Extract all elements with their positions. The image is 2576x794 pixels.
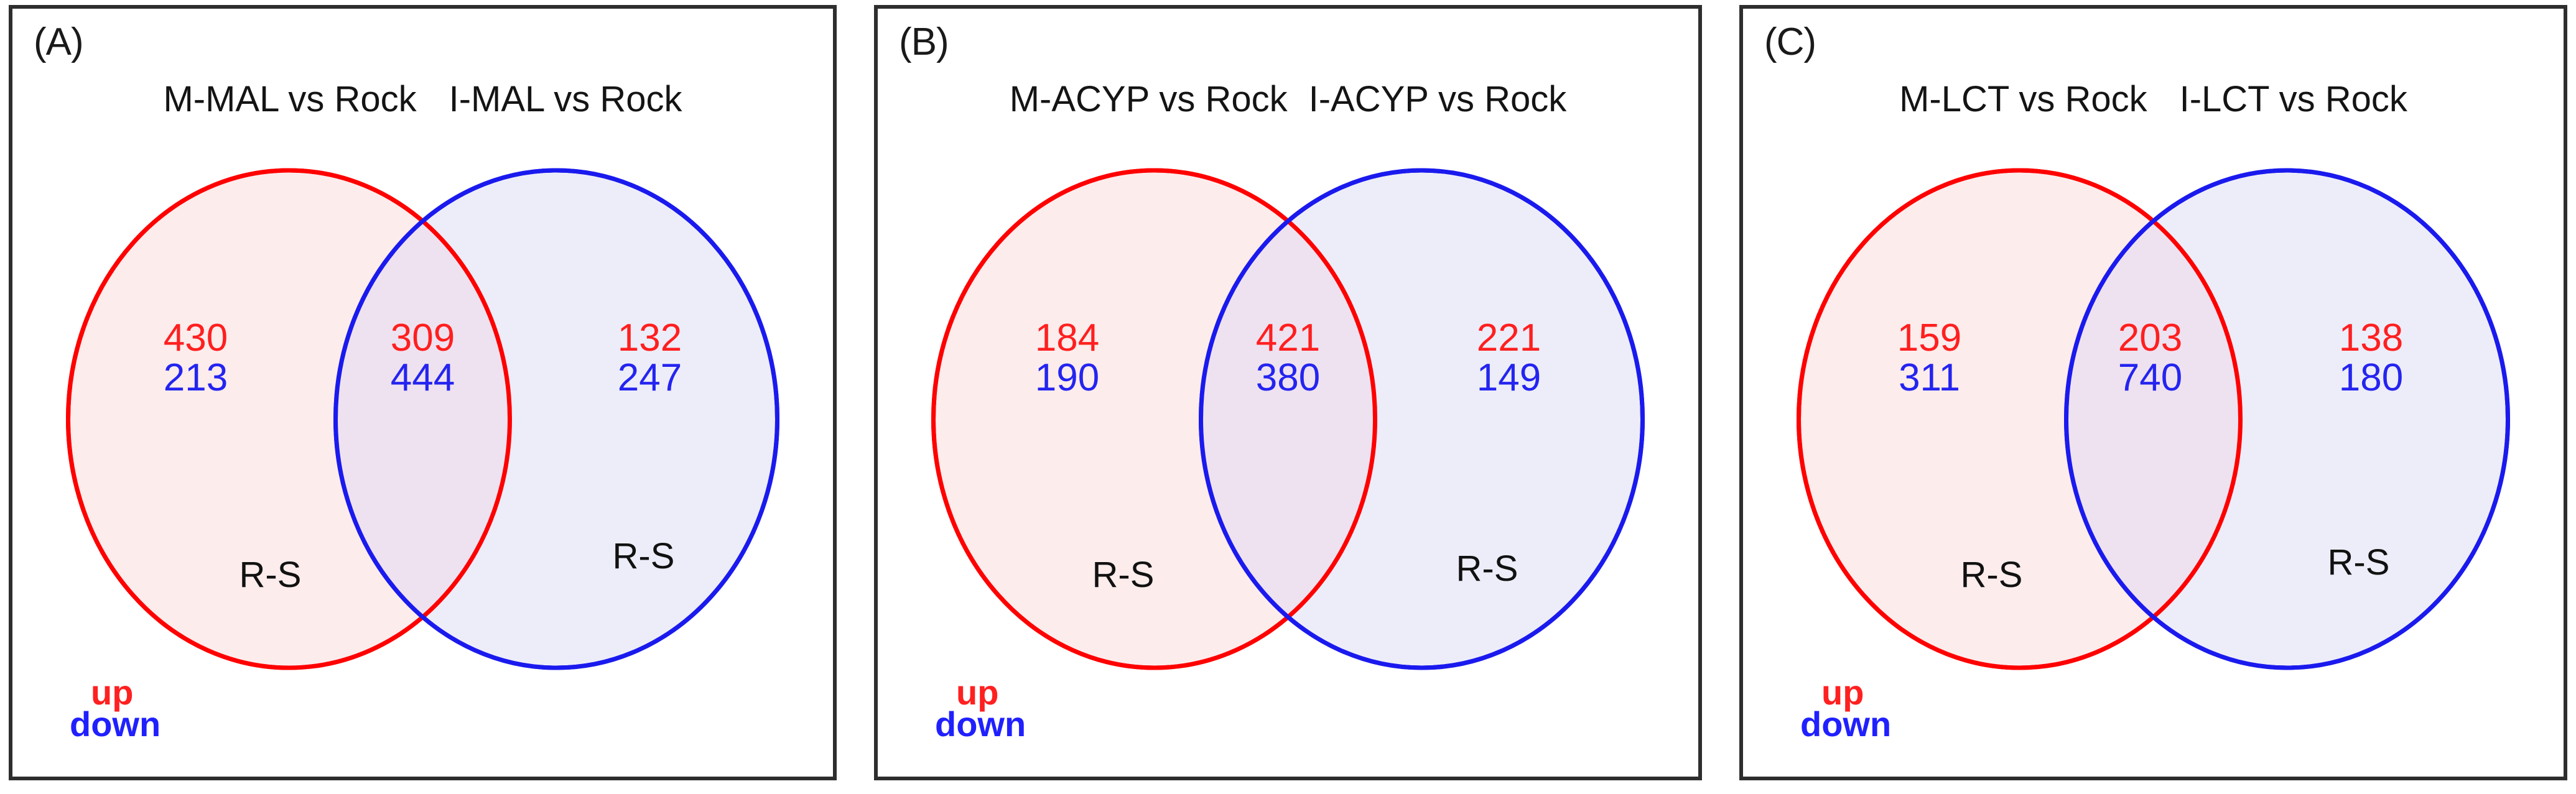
panel-c: (C) M-LCT vs Rock I-LCT vs Rock 159 311 — [1739, 5, 2567, 780]
panel-c-left-set-title: M-LCT vs Rock — [1899, 79, 2147, 119]
panel-b-left-up: 184 — [1035, 316, 1099, 359]
panel-c-set-titles: M-LCT vs Rock I-LCT vs Rock — [1743, 78, 2564, 120]
panel-a-venn: 430 213 309 444 132 247 R-S R-S — [12, 164, 833, 674]
panel-c-mid-up: 203 — [2118, 316, 2182, 359]
panel-b-left-set-title: M-ACYP vs Rock — [1009, 79, 1288, 119]
panel-a-legend-up: up — [91, 672, 134, 712]
panel-b-right-set-title: I-ACYP vs Rock — [1308, 79, 1567, 119]
panel-c-legend: up down — [1800, 672, 1892, 744]
panel-a-set-titles: M-MAL vs Rock I-MAL vs Rock — [12, 78, 833, 120]
panel-c-legend-up: up — [1821, 672, 1864, 712]
panel-c-right-up: 138 — [2339, 316, 2403, 359]
panel-b: (B) M-ACYP vs Rock I-ACYP vs Rock 184 19… — [874, 5, 1702, 780]
panel-b-right-down: 149 — [1477, 356, 1541, 399]
panel-c-right-set-title: I-LCT vs Rock — [2179, 79, 2407, 119]
panel-b-mid-down: 380 — [1256, 356, 1320, 399]
panel-b-label: (B) — [899, 21, 949, 63]
panel-c-left-up: 159 — [1897, 316, 1961, 359]
panel-b-left-note: R-S — [1092, 555, 1155, 595]
panel-c-legend-down: down — [1800, 704, 1892, 744]
panel-b-set-titles: M-ACYP vs Rock I-ACYP vs Rock — [878, 78, 1698, 120]
panel-a-left-up: 430 — [164, 316, 228, 359]
panel-a-mid-down: 444 — [391, 356, 455, 399]
panel-a-left-note: R-S — [239, 555, 302, 595]
panel-c-mid-down: 740 — [2118, 356, 2182, 399]
panel-a-right-down: 247 — [618, 356, 682, 399]
panel-a-label: (A) — [34, 21, 84, 63]
panel-c-right-note: R-S — [2328, 542, 2390, 583]
panel-a-right-up: 132 — [618, 316, 682, 359]
panel-a-mid-up: 309 — [391, 316, 455, 359]
panel-c-venn: 159 311 203 740 138 180 R-S R-S — [1743, 164, 2564, 674]
panel-a-legend: up down — [70, 672, 161, 744]
panel-a-left-down: 213 — [164, 356, 228, 399]
panel-a-legend-down: down — [70, 704, 161, 744]
panel-c-label: (C) — [1764, 21, 1816, 63]
panel-b-legend-up: up — [956, 672, 999, 712]
panel-b-legend-down: down — [935, 704, 1026, 744]
panel-b-venn: 184 190 421 380 221 149 R-S R-S — [878, 164, 1698, 674]
panel-b-right-note: R-S — [1456, 548, 1518, 589]
panel-b-legend: up down — [935, 672, 1026, 744]
panel-b-mid-up: 421 — [1256, 316, 1320, 359]
panel-c-left-down: 311 — [1899, 356, 1960, 399]
panel-b-left-down: 190 — [1035, 356, 1099, 399]
panel-a: (A) M-MAL vs Rock I-MAL vs Rock — [9, 5, 837, 780]
panel-b-right-up: 221 — [1477, 316, 1541, 359]
panel-c-left-note: R-S — [1961, 555, 2023, 595]
panel-a-left-set-title: M-MAL vs Rock — [163, 79, 417, 119]
panel-a-right-set-title: I-MAL vs Rock — [449, 79, 682, 119]
panel-a-right-note: R-S — [613, 536, 675, 576]
panel-c-right-down: 180 — [2339, 356, 2403, 399]
